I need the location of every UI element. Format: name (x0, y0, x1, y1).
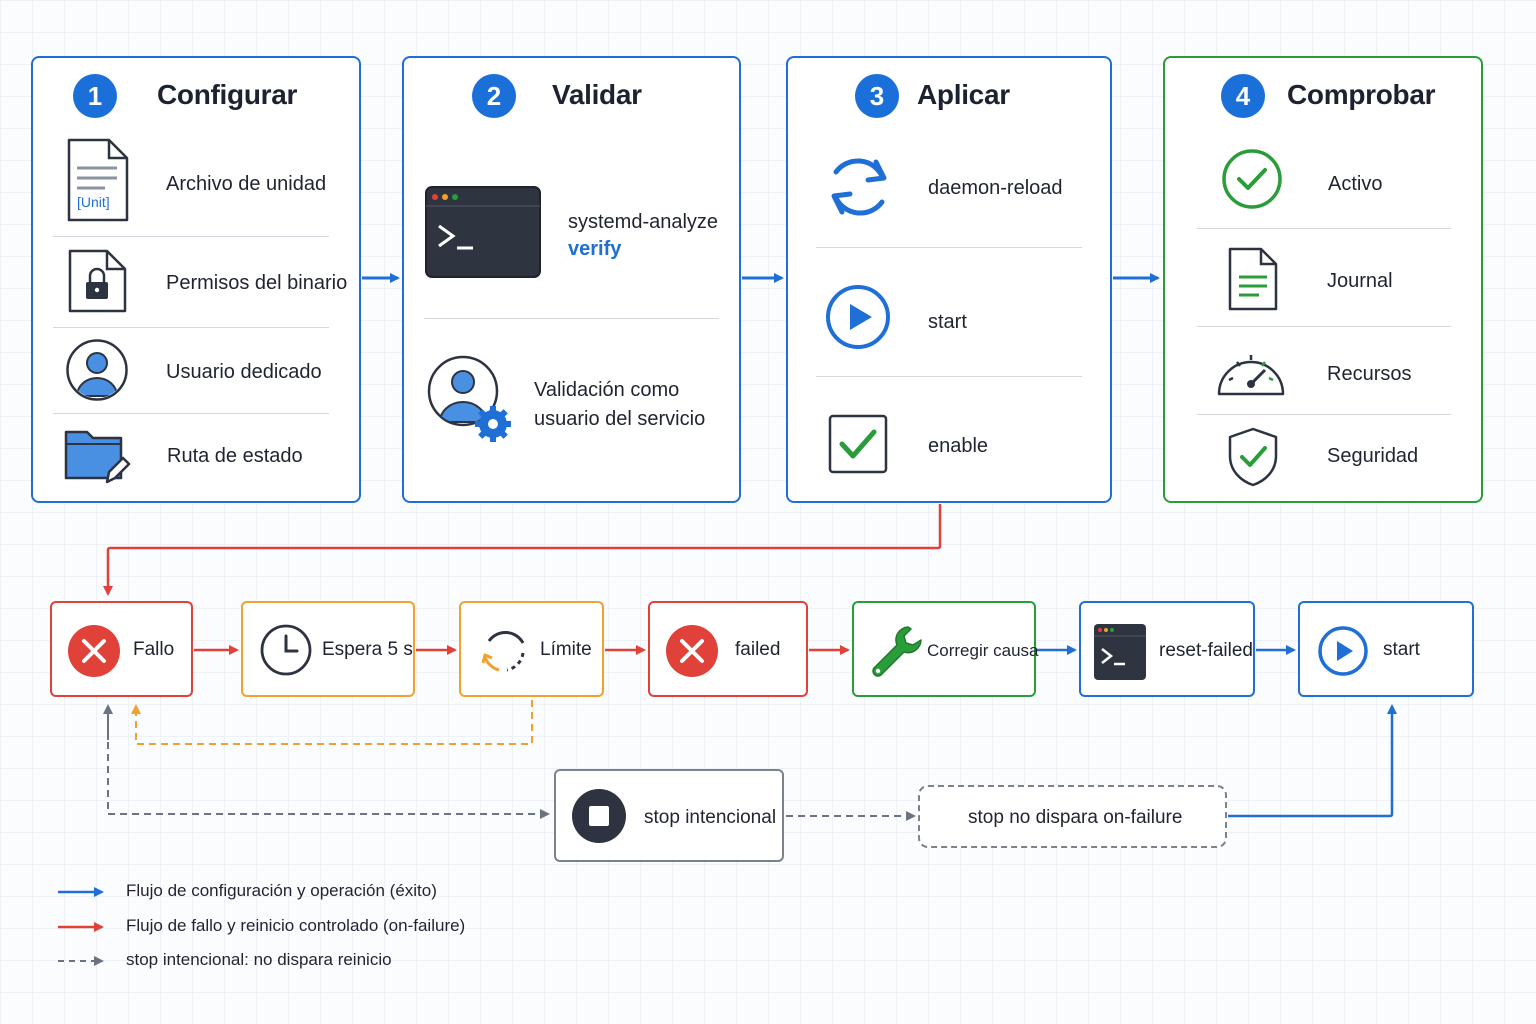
command-systemd-analyze: systemd-analyze (568, 211, 719, 233)
item-journal: Journal (1327, 270, 1393, 292)
clock-icon (259, 623, 313, 682)
user-icon (65, 338, 129, 407)
wrench-icon (868, 623, 924, 684)
folder-edit-icon (63, 426, 131, 493)
node-espera-label: Espera 5 s (322, 639, 413, 660)
stage-title-configurar: Configurar (157, 79, 298, 110)
stage-title-comprobar: Comprobar (1287, 79, 1436, 110)
item-enable: enable (928, 435, 989, 457)
node-failed: failed (648, 601, 808, 697)
arrow-fallo-stop (107, 706, 550, 819)
node-failed-label: failed (735, 639, 781, 660)
gauge-icon (1215, 344, 1287, 405)
stage-title-aplicar: Aplicar (917, 79, 1010, 110)
item-archivo-de-unidad: Archivo de unidad (166, 173, 327, 195)
play-icon (1317, 625, 1369, 682)
file-lock-icon (67, 248, 129, 319)
arrow-note-start (1228, 704, 1397, 818)
separator (1197, 326, 1451, 327)
node-limite: Límite (459, 601, 604, 697)
item-activo: Activo (1328, 173, 1383, 195)
unit-tag: [Unit] (77, 194, 110, 210)
stage-title-validar: Validar (552, 79, 642, 110)
node-reset-failed: reset-failed (1079, 601, 1255, 697)
retry-limit-icon (477, 623, 531, 682)
note-stop-no-dispara: stop no dispara on-failure (918, 785, 1227, 848)
command-verify: verify (568, 238, 622, 260)
separator (53, 413, 329, 414)
node-start: start (1298, 601, 1474, 697)
check-circle-icon (1221, 148, 1283, 215)
item-start: start (928, 311, 967, 333)
terminal-icon (425, 186, 541, 283)
unit-file-icon: [Unit] (65, 136, 131, 229)
separator (816, 247, 1082, 248)
item-usuario-dedicado: Usuario dedicado (166, 361, 322, 383)
node-start-label: start (1383, 639, 1420, 660)
arrow-aplicar-fallo (103, 504, 942, 596)
separator (424, 318, 719, 319)
legend-stop: stop intencional: no dispara reinicio (126, 950, 392, 969)
reload-icon (824, 152, 894, 227)
validation-line-1: Validación como (534, 379, 680, 401)
node-corregir-causa: Corregir causa (852, 601, 1039, 697)
item-daemon-reload: daemon-reload (928, 177, 1063, 199)
journal-icon (1227, 246, 1279, 317)
node-limite-label: Límite (540, 639, 592, 660)
separator (816, 376, 1082, 377)
separator (53, 236, 329, 237)
separator (1197, 228, 1451, 229)
node-espera: Espera 5 s (241, 601, 415, 697)
item-recursos: Recursos (1327, 363, 1412, 385)
step-badge-2: 2 (472, 74, 516, 118)
node-reset-failed-label: reset-failed (1159, 640, 1253, 661)
error-icon (665, 624, 719, 683)
step-badge-1: 1 (73, 74, 117, 118)
node-corregir-label: Corregir causa (927, 641, 1039, 660)
node-fallo: Fallo (50, 601, 193, 697)
checkbox-check-icon (828, 414, 890, 481)
stage-validar: 2 Validar systemd-analyze verify (402, 56, 741, 503)
separator (53, 327, 329, 328)
note-stop-label: stop no dispara on-failure (968, 807, 1183, 828)
stage-configurar: 1 Configurar [Unit] Archivo de unidad Pe… (31, 56, 361, 503)
node-stop-intencional: stop intencional (554, 769, 784, 862)
user-gear-icon (426, 354, 514, 449)
stage-comprobar: 4 Comprobar Activo Journal Rec (1163, 56, 1483, 503)
item-permisos-del-binario: Permisos del binario (166, 272, 348, 294)
validation-line-2: usuario del servicio (534, 408, 706, 430)
separator (1197, 414, 1451, 415)
item-seguridad: Seguridad (1327, 445, 1419, 467)
item-ruta-de-estado: Ruta de estado (167, 445, 303, 467)
error-icon (67, 624, 121, 683)
play-icon (825, 284, 891, 355)
legend-failure: Flujo de fallo y reinicio controlado (on… (126, 916, 466, 935)
stop-icon (571, 788, 627, 849)
terminal-icon (1093, 623, 1147, 686)
step-badge-3: 3 (855, 74, 899, 118)
arrow-retry-loop (131, 700, 533, 745)
stage-aplicar: 3 Aplicar daemon-reload start enable (786, 56, 1112, 503)
shield-check-icon (1227, 426, 1279, 493)
legend-success: Flujo de configuración y operación (éxit… (126, 881, 437, 900)
node-fallo-label: Fallo (133, 639, 175, 660)
node-stop-label: stop intencional (644, 807, 777, 828)
step-badge-4: 4 (1221, 74, 1265, 118)
